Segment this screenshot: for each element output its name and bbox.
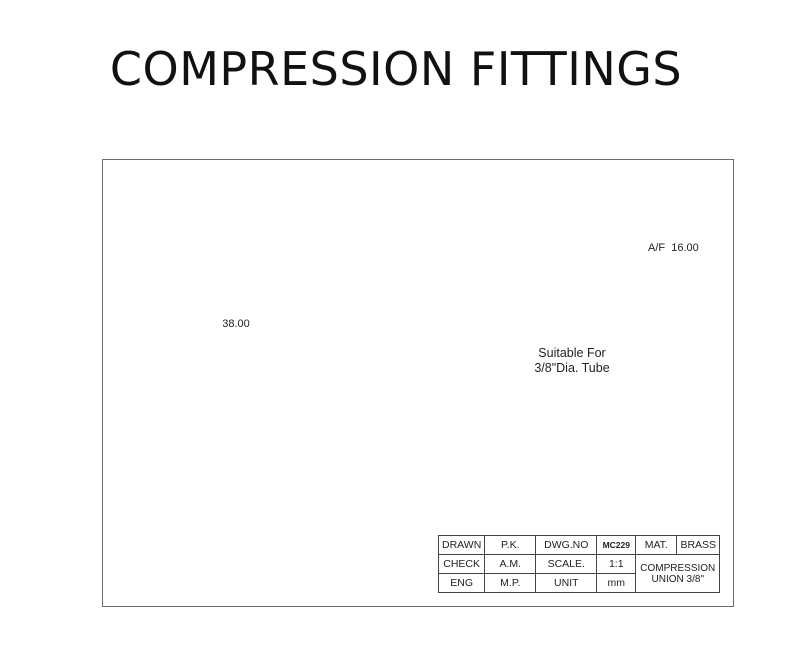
- page-title: COMPRESSION FITTINGS: [109, 42, 683, 96]
- eng-label: ENG: [437, 573, 486, 593]
- drawn-value: P.K.: [484, 535, 537, 555]
- note-line-1: Suitable For: [538, 346, 606, 360]
- note-line-2: 3/8"Dia. Tube: [534, 361, 610, 375]
- drawn-label: DRAWN: [437, 535, 486, 555]
- af-value: 16.00: [671, 242, 699, 254]
- length-dimension-label: 38.00: [222, 318, 250, 330]
- material-value: BRASS: [676, 535, 721, 555]
- scale-label: SCALE.: [535, 554, 598, 574]
- drawing-sheet-border: [102, 159, 734, 607]
- dwg-no-label: DWG.NO: [535, 535, 598, 555]
- title-block: DRAWN P.K. DWG.NO MC229 MAT. BRASS CHECK…: [437, 535, 721, 593]
- material-label: MAT.: [635, 535, 678, 555]
- check-label: CHECK: [437, 554, 486, 574]
- unit-label: UNIT: [535, 573, 598, 593]
- tube-size-note: Suitable For 3/8"Dia. Tube: [512, 346, 632, 376]
- across-flats-label: A/F 16.00: [648, 242, 699, 254]
- part-description: COMPRESSION UNION 3/8": [635, 554, 721, 593]
- description-line-1: COMPRESSION: [640, 562, 716, 574]
- eng-value: M.P.: [484, 573, 537, 593]
- unit-value: mm: [596, 573, 637, 593]
- description-line-2: UNION 3/8": [651, 573, 704, 585]
- title-block-row: ENG M.P. UNIT mm: [437, 573, 720, 593]
- title-block-row: CHECK A.M. SCALE. 1:1 COMPRESSION UNION …: [437, 554, 721, 593]
- title-block-row: DRAWN P.K. DWG.NO MC229 MAT. BRASS: [437, 535, 721, 555]
- scale-value: 1:1: [596, 554, 637, 574]
- check-value: A.M.: [484, 554, 537, 574]
- dwg-no-value: MC229: [596, 535, 637, 555]
- af-label: A/F: [648, 242, 666, 254]
